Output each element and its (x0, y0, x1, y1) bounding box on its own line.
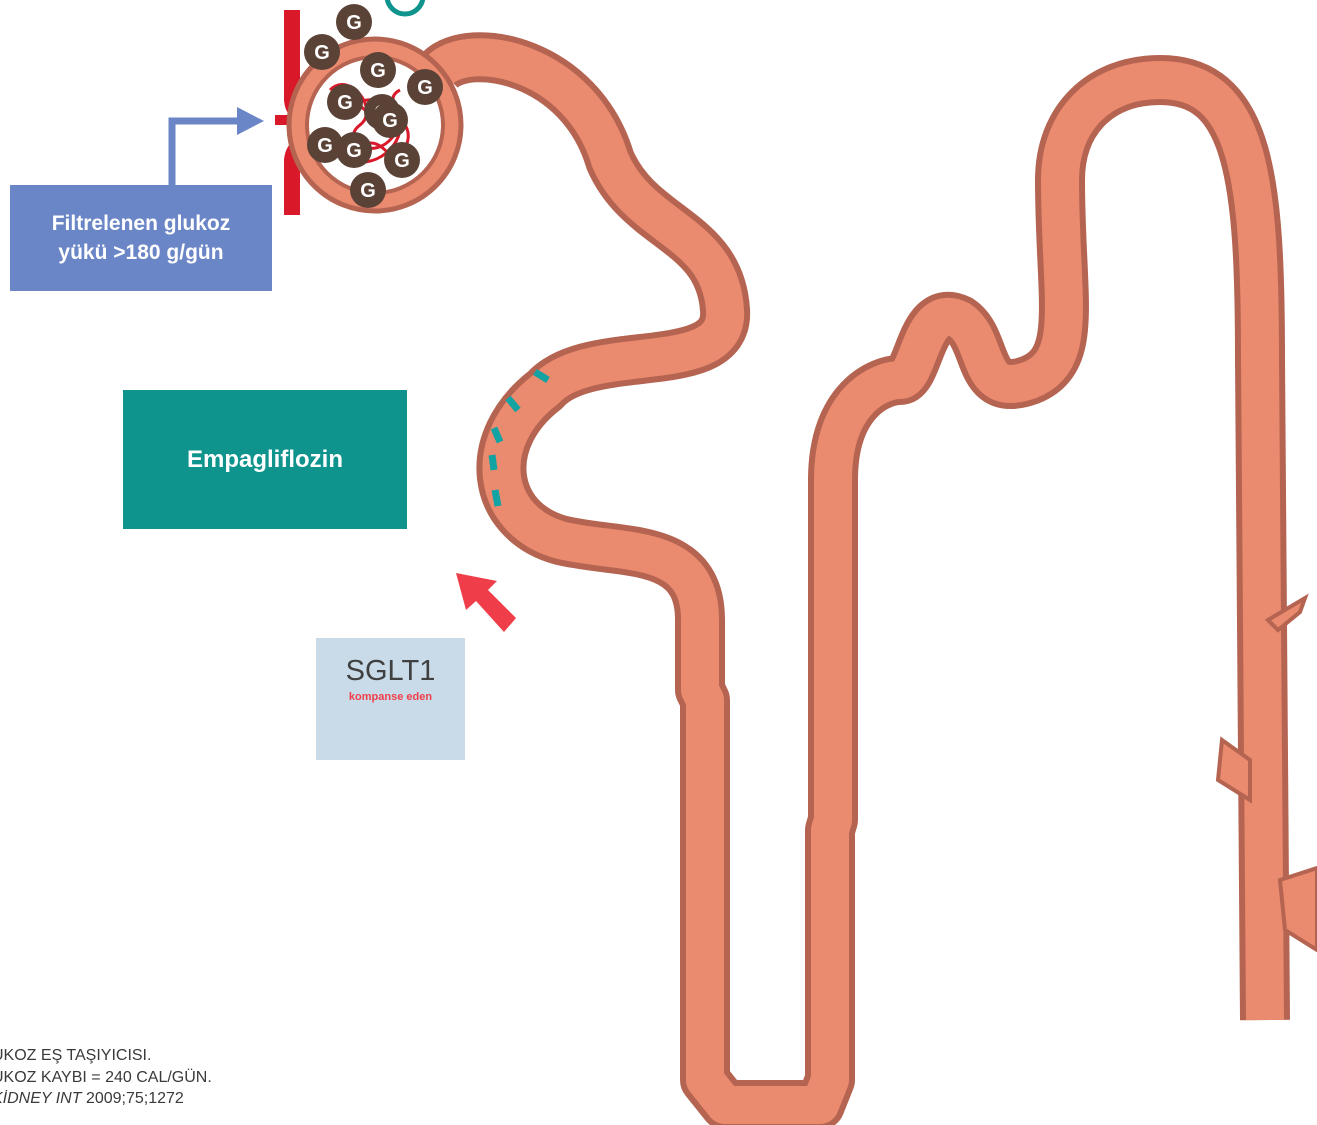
compensation-arrow (456, 573, 516, 632)
footnotes: UKOZ EŞ TAŞIYICISI. UKOZ KAYBI = 240 CAL… (0, 1045, 212, 1110)
glucose-label: G (360, 180, 376, 202)
glucose-label: G (317, 135, 333, 157)
glucose-label: G (314, 42, 330, 64)
glucose-molecule: G (407, 69, 443, 105)
footnote-citation: 2009;75;1272 (82, 1090, 184, 1107)
sglt1-subtitle: kompanse eden (349, 691, 432, 703)
glucose-molecule: G (384, 142, 420, 178)
sglt1-box: SGLT1 kompanse eden (316, 638, 465, 760)
glucose-label: G (394, 150, 410, 172)
filtered-load-line2: yükü >180 g/gün (58, 238, 223, 267)
sglt1-title: SGLT1 (346, 656, 436, 688)
glucose-molecule: G (350, 172, 386, 208)
filtered-load-line1: Filtrelenen glukoz (52, 209, 231, 238)
glucose-molecule: G (304, 34, 340, 70)
empagliflozin-box: Empagliflozin (123, 390, 407, 529)
footnote-line-3: KİDNEY INT 2009;75;1272 (0, 1088, 212, 1110)
glucose-molecule: G (360, 52, 396, 88)
glucose-molecule: G (372, 102, 408, 138)
glucose-label: G (346, 140, 362, 162)
drug-label: Empagliflozin (187, 446, 343, 474)
glucose-label: G (417, 77, 433, 99)
glucose-label: G (337, 92, 353, 114)
glucose-molecule: G (336, 132, 372, 168)
glucose-label: G (382, 110, 398, 132)
glucose-molecule: G (327, 84, 363, 120)
glucose-molecule: G (336, 4, 372, 40)
footnote-journal: KİDNEY INT (0, 1090, 82, 1107)
glucose-label: G (346, 12, 362, 34)
glucose-label: G (370, 60, 386, 82)
filtered-glucose-load-box: Filtrelenen glukoz yükü >180 g/gün (10, 185, 272, 291)
footnote-line-2: UKOZ KAYBI = 240 CAL/GÜN. (0, 1067, 212, 1089)
nephron-tubule (440, 57, 1317, 1105)
filtered-load-arrow (172, 107, 264, 188)
footnote-line-1: UKOZ EŞ TAŞIYICISI. (0, 1045, 212, 1067)
